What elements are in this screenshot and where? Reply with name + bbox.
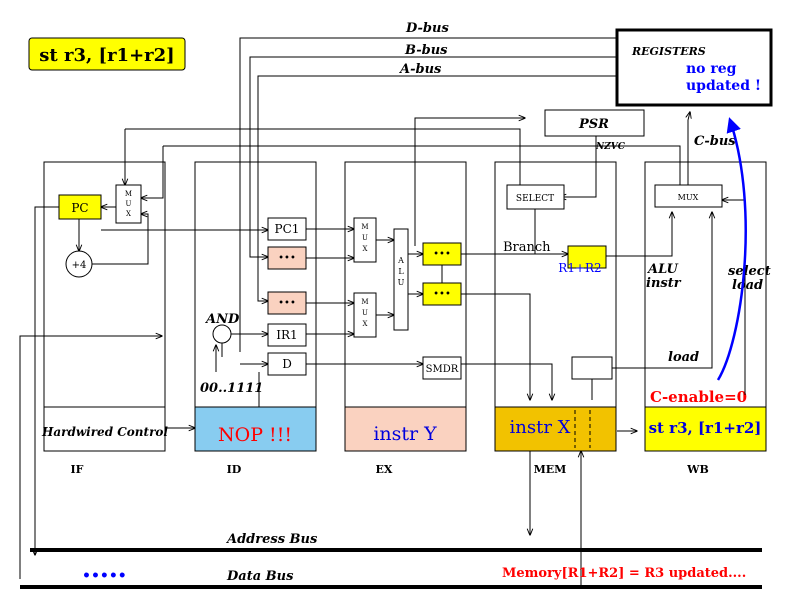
ex-mux-bottom-m: M (361, 298, 368, 306)
adder-to-mux-wire (92, 214, 149, 265)
registers-note-line1: no reg (686, 61, 737, 77)
branch-feedback-top-wire (125, 128, 521, 185)
c-enable-label: C-enable=0 (650, 388, 747, 406)
mem-instr-text: instr X (510, 417, 571, 438)
hardwired-control-label: Hardwired Control (41, 425, 168, 439)
pc1-label: PC1 (275, 222, 300, 236)
branch-label: Branch (503, 240, 551, 255)
result-to-wb-mux-wire (606, 212, 672, 257)
alu (393, 228, 409, 331)
smdr-to-mem-wire (461, 363, 552, 400)
ex-mux-top-m: M (361, 223, 368, 231)
wb-mux-label: MUX (678, 193, 699, 202)
registers-label: REGISTERS (631, 45, 706, 58)
wb-instr-strip (644, 406, 767, 452)
load-label: load (668, 350, 699, 365)
no-update-arrow (716, 117, 747, 381)
id-latch-b-dots: ••• (278, 298, 296, 309)
select-load-label-2: load (732, 278, 763, 293)
registers-box (615, 28, 773, 107)
stage-label-mem: MEM (534, 463, 567, 476)
address-bus-label: Address Bus (225, 532, 318, 547)
mem-result-label: R1+R2 (558, 261, 601, 275)
smdr-register (422, 356, 462, 380)
ex-instr-strip (344, 406, 467, 452)
mux-select-wire (141, 146, 164, 198)
ex-mux-top-x: X (363, 245, 368, 253)
psr-box (544, 109, 645, 137)
latch-b-to-mem-wire (461, 293, 530, 400)
ex-latch-a-dots: ••• (433, 249, 451, 260)
if-mux-m: M (125, 190, 132, 198)
if-mux-u: U (126, 200, 132, 208)
ex-mux-bottom-u: U (362, 309, 368, 317)
select-label: SELECT (516, 194, 554, 204)
c-bus-feedback-wire (163, 145, 681, 185)
if-mux-x: X (126, 210, 131, 218)
wb-instr-text: st r3, [r1+r2] (649, 419, 762, 437)
data-bus-dots: ••••• (82, 568, 127, 584)
top-buses: D-bus B-bus A-bus (239, 21, 617, 352)
alu-instr-label-2: instr (646, 276, 682, 291)
d-bus-label: D-bus (405, 21, 449, 36)
c-bus-wire (688, 112, 690, 185)
alu-a: A (397, 256, 404, 265)
if-mux (115, 184, 142, 224)
and-label: AND (204, 312, 240, 327)
d-label: D (282, 357, 292, 371)
select-box (506, 184, 565, 210)
ex-mux-top-u: U (362, 234, 368, 242)
ex-instr-text: instr Y (373, 423, 437, 445)
data-bus-label: Data Bus (226, 569, 294, 584)
alu-instr-label-1: ALU (646, 262, 679, 277)
title-box (28, 37, 186, 71)
b-bus-label: B-bus (404, 43, 448, 58)
alu-l: L (398, 267, 404, 276)
mem-stage-frame (494, 161, 617, 452)
stage-label-if: IF (71, 463, 84, 476)
alu-to-psr-wire (414, 118, 525, 246)
psr-label: PSR (578, 117, 609, 132)
and-gate (212, 324, 232, 344)
id-latch-a-dots: ••• (278, 253, 296, 264)
mem-load-register (571, 356, 613, 380)
data-bus-to-if-wire (19, 336, 162, 579)
mem-instr-strip (494, 406, 617, 452)
increment-label: +4 (72, 260, 87, 271)
psr-to-select-wire (560, 136, 597, 197)
stage-label-ex: EX (376, 463, 393, 476)
b-bus-wire (249, 56, 617, 257)
smdr-label: SMDR (426, 364, 459, 375)
id-instr-strip (194, 406, 317, 452)
psr-flags: NZVC (595, 142, 626, 152)
alu-u: U (398, 278, 405, 287)
registers-note-line2: updated ! (686, 78, 761, 94)
memory-update-label: Memory[R1+R2] = R3 updated.... (502, 566, 746, 581)
constant-label: 00..1111 (200, 381, 263, 396)
pc-label: PC (71, 201, 88, 215)
load-to-wb-mux-wire (612, 212, 712, 369)
a-bus-wire (257, 75, 617, 301)
c-bus-label: C-bus (694, 134, 736, 149)
stage-label-wb: WB (686, 463, 709, 476)
ir1-label: IR1 (276, 328, 297, 342)
stage-label-id: ID (227, 463, 242, 476)
if-control-strip (43, 406, 166, 452)
a-bus-label: A-bus (398, 62, 442, 77)
id-instr-text: NOP !!! (218, 424, 292, 446)
title-text: st r3, [r1+r2] (39, 45, 174, 66)
select-load-label-1: select (728, 264, 771, 279)
ex-mux-bottom-x: X (363, 320, 368, 328)
d-bus-wire (239, 37, 617, 352)
ex-latch-b-dots: ••• (433, 289, 451, 300)
pc-to-address-bus-wire (35, 206, 59, 555)
